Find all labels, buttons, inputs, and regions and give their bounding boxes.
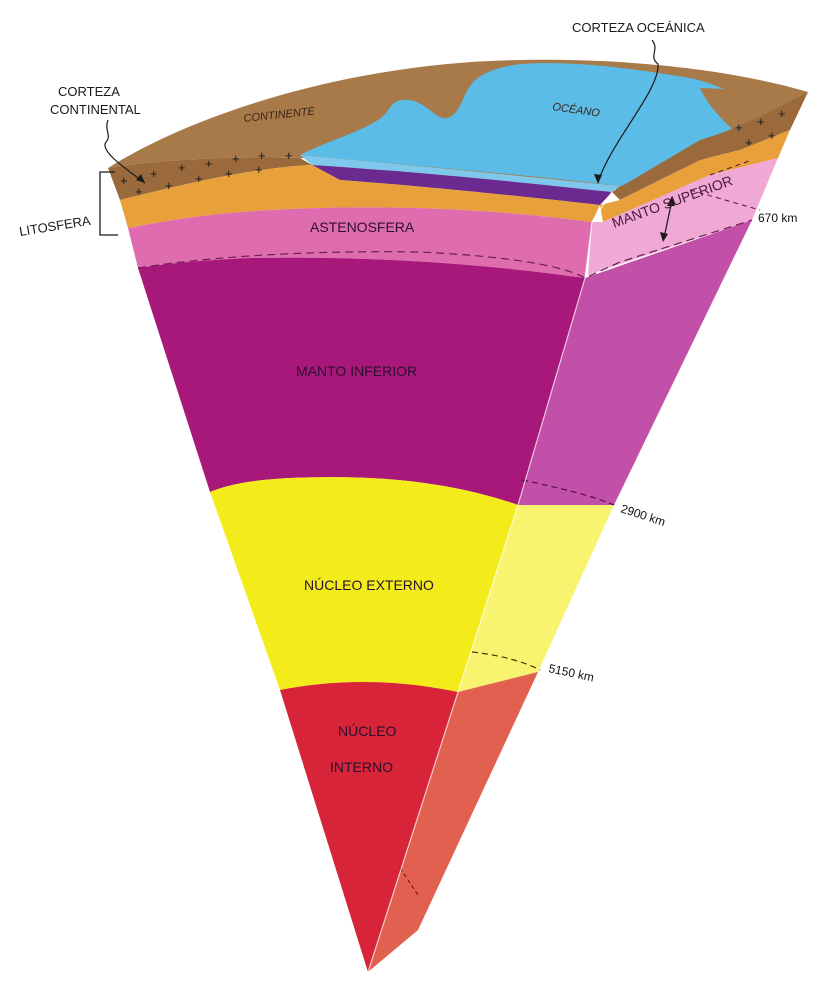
svg-text:+: + [178, 160, 186, 175]
lithosphere-label: LITOSFERA [18, 213, 92, 239]
svg-text:+: + [120, 173, 128, 188]
continental-crust-label-2: CONTINENTAL [50, 102, 141, 117]
depth-2900-label: 2900 km [619, 502, 667, 530]
svg-text:+: + [135, 184, 143, 199]
svg-text:+: + [195, 171, 203, 186]
svg-text:+: + [778, 106, 786, 121]
svg-text:+: + [285, 148, 293, 163]
svg-text:+: + [255, 162, 263, 177]
asthenosphere-label: ASTENOSFERA [310, 219, 415, 235]
outer-core-label: NÚCLEO EXTERNO [304, 577, 434, 593]
svg-text:+: + [225, 166, 233, 181]
svg-text:+: + [768, 128, 776, 143]
lower-mantle-label: MANTO INFERIOR [296, 363, 417, 379]
svg-text:+: + [150, 166, 158, 181]
svg-text:+: + [258, 148, 266, 163]
svg-text:+: + [165, 178, 173, 193]
svg-text:+: + [745, 135, 753, 150]
oceanic-crust-label: CORTEZA OCEÁNICA [572, 20, 705, 35]
inner-core-label-2: INTERNO [330, 759, 393, 775]
depth-670-label: 670 km [758, 211, 797, 225]
inner-core-label-1: NÚCLEO [338, 723, 396, 739]
svg-text:+: + [205, 156, 213, 171]
svg-text:+: + [757, 114, 765, 129]
depth-5150-label: 5150 km [547, 661, 595, 684]
svg-text:+: + [232, 151, 240, 166]
lower-mantle-front [138, 258, 585, 505]
continental-crust-label-1: CORTEZA [58, 84, 120, 99]
svg-text:+: + [735, 120, 743, 135]
